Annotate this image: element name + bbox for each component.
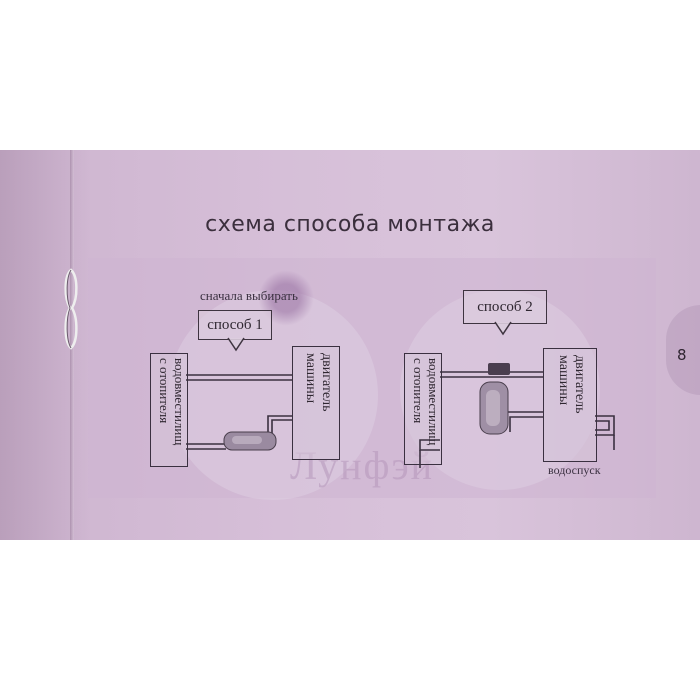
method1-heater-icon — [223, 431, 277, 451]
pipe-diagram — [186, 321, 615, 468]
booklet-photo: схема способа монтажа 8 Лунфэй сначала в… — [0, 150, 700, 540]
method2-drain-label: водоспуск — [548, 463, 601, 477]
method1-bubble: способ 1 — [198, 310, 272, 340]
method1-hint: сначала выбирать — [200, 288, 298, 303]
method2-heater-icon — [479, 363, 510, 435]
method1-bubble-label: способ 1 — [207, 316, 263, 333]
page-number: 8 — [677, 346, 687, 364]
method2-pipes — [419, 371, 615, 468]
method2-bubble: способ 2 — [463, 290, 547, 324]
method2-bubble-label: способ 2 — [477, 298, 533, 315]
page-title: схема способа монтажа — [205, 212, 495, 237]
page-shadow — [0, 150, 90, 540]
page-tab — [666, 305, 700, 395]
staple-icon — [64, 268, 78, 350]
